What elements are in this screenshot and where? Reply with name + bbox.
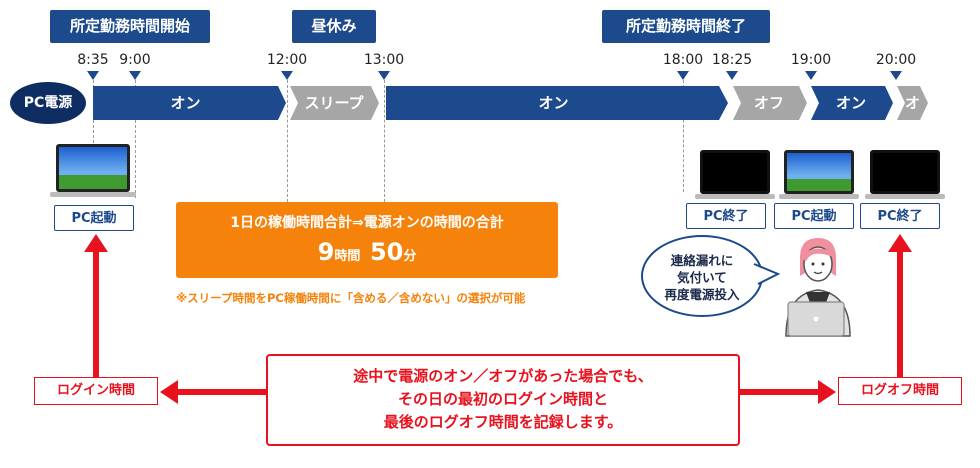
laptop-screen-off-icon (865, 150, 945, 199)
laptop-screen-on-icon (50, 144, 136, 197)
time-1800: 18:00 (662, 52, 704, 68)
marker-1900 (805, 71, 817, 80)
tag-work-end: 所定勤務時間終了 (602, 10, 770, 43)
label-pc-boot-1: PC起動 (54, 205, 134, 231)
sleep-time-note: ※スリープ時間をPC稼働時間に「含める／含めない」の選択が可能 (176, 291, 526, 305)
work-time-summary-box: 1日の稼働時間合計⇒電源オンの時間の合計 9時間 50分 (176, 202, 558, 278)
logoff-arrow-up (888, 234, 912, 384)
label-pc-shutdown-1: PC終了 (686, 203, 766, 229)
tick-line-1300 (384, 80, 385, 202)
laptop-screen-on-icon (779, 150, 859, 199)
login-arrow-up (84, 234, 108, 384)
time-1200: 12:00 (266, 52, 308, 68)
message-line-3: 最後のログオフ時間を記録します。 (383, 413, 623, 431)
speech-line-3: 再度電源投入 (664, 287, 740, 302)
summary-total: 9時間 50分 (176, 238, 558, 266)
tag-work-start: 所定勤務時間開始 (50, 10, 210, 43)
segment-label-off-1: オフ (753, 94, 784, 112)
time-1300: 13:00 (363, 52, 405, 68)
speech-bubble-text: 連絡漏れに 気付いて 再度電源投入 (650, 252, 754, 303)
segment-sleep (290, 86, 379, 120)
marker-0835 (87, 71, 99, 80)
segment-off-2 (897, 86, 928, 120)
time-1825: 18:25 (711, 52, 753, 68)
summary-minutes-number: 50 (369, 238, 404, 266)
person-with-laptop-icon (785, 238, 851, 337)
speech-line-2: 気付いて (677, 270, 727, 285)
speech-line-1: 連絡漏れに (670, 253, 734, 268)
arrow-to-login (160, 380, 268, 404)
time-1900: 19:00 (790, 52, 832, 68)
time-2000: 20:00 (875, 52, 917, 68)
message-line-1: 途中で電源のオン／オフがあった場合でも、 (353, 367, 653, 385)
marker-1825 (726, 71, 738, 80)
label-pc-boot-2: PC起動 (774, 203, 854, 229)
summary-title: 1日の稼働時間合計⇒電源オンの時間の合計 (230, 215, 504, 231)
segment-off-1 (733, 86, 807, 120)
segment-label-sleep: スリープ (304, 94, 364, 112)
segment-label-on-2: オン (538, 94, 569, 112)
label-pc-shutdown-2: PC終了 (860, 203, 940, 229)
segment-label-off-2: オフ (904, 94, 920, 146)
marker-1200 (281, 71, 293, 80)
segment-on-1 (93, 86, 286, 120)
time-0835: 8:35 (77, 52, 109, 68)
segment-label-on-1: オン (170, 94, 201, 112)
pc-power-oval: PC電源 (10, 82, 86, 124)
marker-1300 (378, 71, 390, 80)
time-0900: 9:00 (119, 52, 151, 68)
tick-line-1800 (683, 80, 684, 192)
record-message-box: 途中で電源のオン／オフがあった場合でも、 その日の最初のログイン時間と 最後のロ… (266, 354, 740, 446)
summary-minutes-unit: 分 (403, 249, 417, 264)
marker-2000 (890, 71, 902, 80)
arrow-to-logoff (740, 380, 836, 404)
tick-line-0900 (135, 80, 136, 198)
segment-on-2 (386, 86, 728, 120)
message-line-2: その日の最初のログイン時間と (397, 390, 608, 408)
summary-hours-number: 9 (317, 238, 335, 266)
marker-1800 (677, 71, 689, 80)
segment-label-on-3: オン (835, 94, 866, 112)
segment-on-3 (811, 86, 893, 120)
logoff-time-label: ログオフ時間 (838, 377, 962, 405)
marker-0900 (129, 71, 141, 80)
summary-hours-unit: 時間 (334, 249, 361, 264)
speech-bubble-shape (641, 235, 781, 317)
power-timeline-bar (93, 86, 928, 120)
tag-lunch-break: 昼休み (292, 10, 376, 43)
laptop-screen-off-icon (695, 150, 775, 199)
login-time-label: ログイン時間 (34, 377, 158, 405)
tick-line-1200 (287, 80, 288, 202)
